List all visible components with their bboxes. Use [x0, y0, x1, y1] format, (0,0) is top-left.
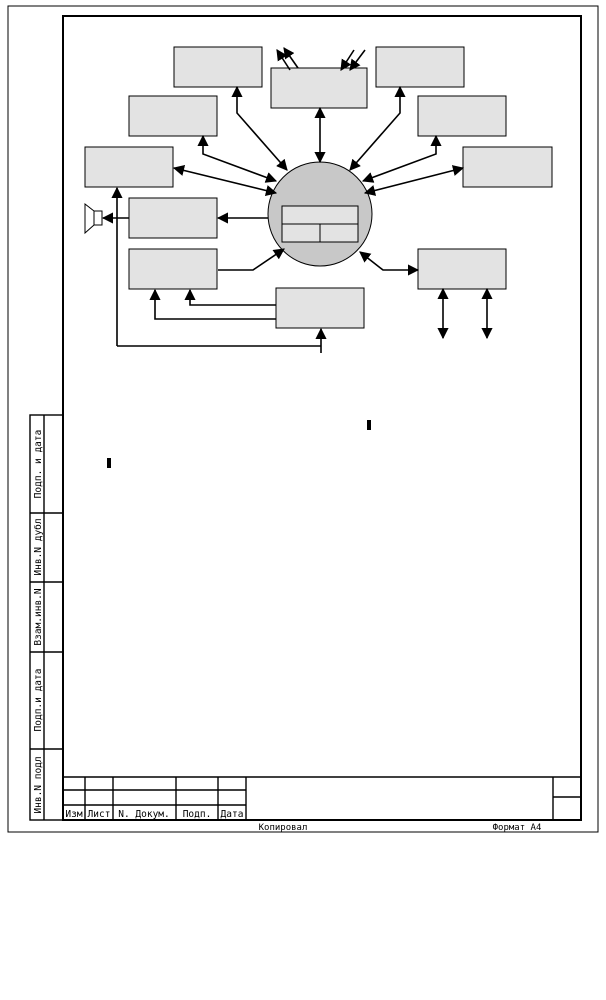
connections [101, 47, 493, 353]
footer-kopiroval: Копировал [259, 823, 308, 833]
tb-n-dokum: N. Докум. [118, 809, 169, 820]
stamp-inv-podl: Инв.N подл [33, 756, 44, 813]
stamp-podp-data-1: Подп. и дата [33, 430, 44, 499]
hub-inner-block [281, 205, 359, 243]
block-top-left [173, 46, 263, 88]
block-upper-left [128, 95, 218, 137]
footer-format: Формат А4 [493, 823, 542, 833]
block-left-output [128, 197, 218, 239]
stamp-inv-dubl: Инв.N дубл [33, 518, 44, 575]
block-upper-right [417, 95, 507, 137]
block-mid-right [462, 146, 553, 188]
title-block [63, 776, 581, 820]
block-top-center [270, 67, 368, 109]
outer-frame [7, 5, 599, 833]
block-top-right [375, 46, 465, 88]
side-stamp [29, 414, 64, 821]
tb-izm: Изм [65, 809, 82, 820]
tb-podp: Подп. [183, 809, 212, 820]
mark-artifact-2 [107, 458, 111, 468]
block-right-io [417, 248, 507, 290]
tb-list: Лист [88, 809, 111, 820]
block-left-input [128, 248, 218, 290]
speaker-icon [84, 202, 103, 235]
mark-artifact-1 [367, 420, 371, 430]
block-mid-left [84, 146, 174, 188]
stamp-vzam-inv: Взам.инв.N [33, 588, 44, 645]
tb-data: Дата [221, 809, 244, 820]
stamp-podp-data-2: Подп.и дата [33, 669, 44, 732]
inner-frame [62, 15, 582, 821]
block-bottom-center [275, 287, 365, 329]
